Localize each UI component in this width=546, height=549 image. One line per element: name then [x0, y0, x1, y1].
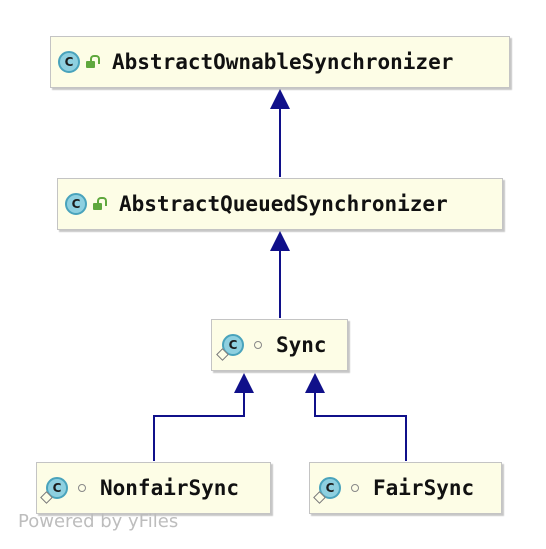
- node-label: AbstractQueuedSynchronizer: [119, 192, 448, 216]
- node-abstract-queued-synchronizer[interactable]: C AbstractQueuedSynchronizer: [57, 178, 503, 230]
- pin-icon: [40, 491, 53, 504]
- pin-icon: [313, 491, 326, 504]
- pin-icon: [216, 348, 229, 361]
- package-private-dot-icon: [254, 341, 262, 349]
- yfiles-watermark: Powered by yFiles: [18, 511, 179, 532]
- public-lock-icon: [93, 197, 107, 211]
- node-abstract-ownable-synchronizer[interactable]: C AbstractOwnableSynchronizer: [50, 36, 510, 88]
- node-fair-sync[interactable]: C FairSync: [309, 462, 502, 514]
- node-label: FairSync: [373, 476, 475, 500]
- node-label: Sync: [276, 333, 327, 357]
- node-label: NonfairSync: [100, 476, 240, 500]
- arrowhead-sync-right: [305, 373, 325, 393]
- arrowhead-sync-left: [234, 373, 254, 393]
- node-label: AbstractOwnableSynchronizer: [112, 50, 454, 74]
- package-private-dot-icon: [78, 484, 86, 492]
- edge-nonfair-to-sync: [153, 392, 245, 461]
- static-class-icon: C: [313, 477, 341, 504]
- arrowhead-aos: [270, 89, 290, 109]
- edge-fair-to-sync: [314, 392, 407, 461]
- node-sync[interactable]: C Sync: [211, 319, 348, 371]
- class-icon: C: [58, 51, 80, 73]
- public-lock-icon: [86, 55, 100, 69]
- package-private-dot-icon: [351, 484, 359, 492]
- static-class-icon: C: [40, 477, 68, 504]
- class-icon: C: [65, 193, 87, 215]
- node-nonfair-sync[interactable]: C NonfairSync: [36, 462, 271, 514]
- arrowhead-aqs: [270, 231, 290, 251]
- abstract-class-icon: C: [216, 334, 244, 361]
